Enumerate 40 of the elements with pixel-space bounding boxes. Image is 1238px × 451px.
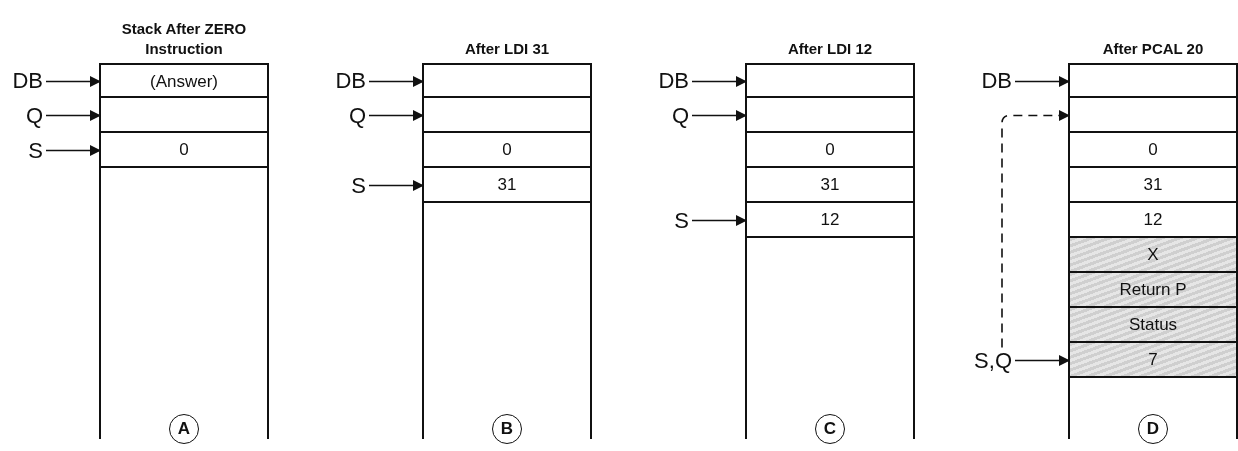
- pointer-label: DB: [658, 67, 689, 94]
- pointer-label: DB: [12, 67, 43, 94]
- stack-cell: 0: [747, 133, 913, 168]
- pointer-label: Q: [348, 102, 366, 129]
- stack-cell: 12: [747, 203, 913, 238]
- arrow: [1014, 76, 1071, 87]
- stack-cell: 31: [747, 168, 913, 203]
- arrow: [691, 215, 748, 226]
- pointer-label: DB: [981, 67, 1012, 94]
- arrow: [691, 110, 748, 121]
- stack-cell: 0: [1070, 133, 1236, 168]
- stack-cell: 0: [424, 133, 590, 168]
- pointer-label: Q: [671, 102, 689, 129]
- pointer-label: Q: [25, 102, 43, 129]
- shaded-stack-cell: Return P: [1070, 273, 1236, 308]
- stack-heading: After LDI 31: [463, 39, 551, 59]
- arrow: [1014, 355, 1071, 366]
- stack-cell: (Answer): [101, 65, 267, 98]
- arrow: [691, 76, 748, 87]
- arrow: [45, 110, 102, 121]
- stack-heading: Stack After ZERO Instruction: [120, 19, 248, 59]
- pointer-label: S: [351, 172, 366, 199]
- arrow: [368, 180, 425, 191]
- pointer-label: DB: [335, 67, 366, 94]
- stack-cell: 0: [101, 133, 267, 168]
- arrow: [45, 76, 102, 87]
- arrow: [368, 110, 425, 121]
- stack-cell: 31: [1070, 168, 1236, 203]
- dashed-arrow: [1001, 110, 1071, 349]
- shaded-stack-cell: Status: [1070, 308, 1236, 343]
- arrow: [45, 145, 102, 156]
- shaded-stack-cell: 7: [1070, 343, 1236, 378]
- stack-heading: After LDI 12: [786, 39, 874, 59]
- pointer-label: S: [674, 207, 689, 234]
- pointer-label: S: [28, 137, 43, 164]
- stack-heading: After PCAL 20: [1101, 39, 1205, 59]
- stack-cell: 31: [424, 168, 590, 203]
- pointer-label: S,Q: [974, 347, 1012, 374]
- arrow: [368, 76, 425, 87]
- shaded-stack-cell: X: [1070, 238, 1236, 273]
